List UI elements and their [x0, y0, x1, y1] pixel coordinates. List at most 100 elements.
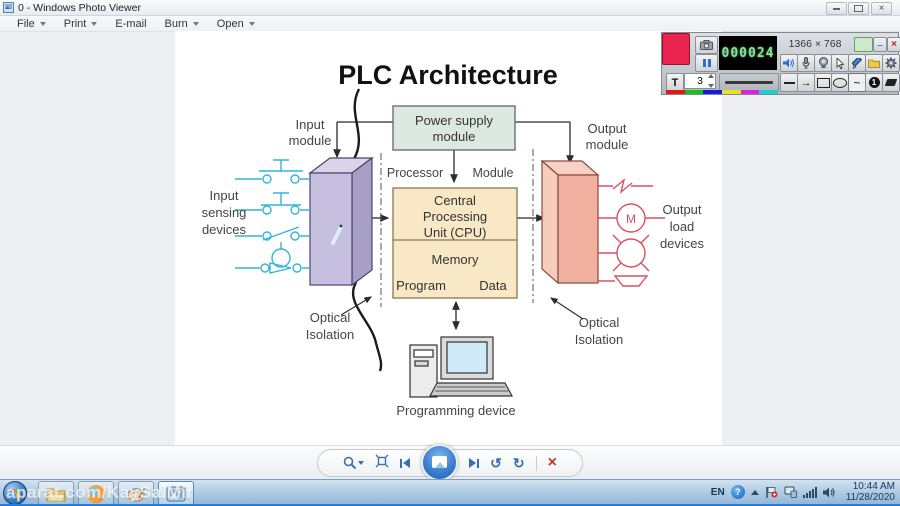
viewer-controls-pill: ↺ ↻ × [317, 443, 583, 481]
svg-text:Input: Input [296, 117, 325, 132]
settings-button[interactable] [882, 54, 900, 72]
step-up-icon [708, 74, 714, 78]
system-tray: EN ? 10:44 AM 11/28/2020 [711, 480, 900, 504]
thickness-stepper[interactable] [708, 74, 715, 88]
delete-button[interactable]: × [548, 455, 557, 471]
svg-text:sensing: sensing [202, 205, 247, 220]
rectangle-tool-button[interactable] [814, 73, 832, 92]
microphone-toggle-button[interactable] [797, 54, 815, 72]
close-button[interactable]: × [871, 2, 892, 15]
line-tool-button[interactable] [780, 73, 798, 92]
taskbar-item-firefox[interactable] [78, 481, 114, 506]
output-module-box [540, 159, 600, 285]
pen-tool-button[interactable] [848, 54, 866, 72]
viewer-controlbar: ↺ ↻ × [0, 443, 900, 481]
previous-button[interactable] [400, 458, 411, 468]
zoom-button[interactable] [343, 456, 365, 470]
capture-resolution: 1366 × 768 [788, 38, 842, 50]
pause-button[interactable] [695, 54, 718, 72]
optical-isolation-arrows [340, 296, 584, 320]
window-title: 0 - Windows Photo Viewer [18, 1, 141, 14]
folder-icon [868, 59, 880, 68]
actual-size-button[interactable] [375, 454, 389, 473]
network-icon[interactable] [784, 486, 797, 498]
menu-file[interactable]: File [8, 17, 55, 31]
svg-text:Output: Output [587, 121, 626, 136]
diagram-labels: Input module Output module Input sensing… [202, 117, 705, 418]
svg-text:Isolation: Isolation [306, 327, 354, 342]
color-palette[interactable] [666, 90, 779, 94]
svg-text:Input: Input [210, 188, 239, 203]
minimize-button[interactable] [826, 2, 847, 15]
rotate-counterclockwise-button[interactable]: ↺ [490, 456, 502, 470]
chevron-down-icon [358, 461, 365, 465]
menu-open[interactable]: Open [208, 17, 264, 31]
color-swatch-magenta[interactable] [740, 90, 760, 94]
color-swatch-blue[interactable] [703, 90, 723, 94]
curve-tool-button[interactable]: ~ [848, 73, 866, 92]
clock-date: 11/28/2020 [845, 492, 895, 503]
svg-text:module: module [289, 133, 332, 148]
svg-text:Unit (CPU): Unit (CPU) [424, 225, 487, 240]
webcam-icon [818, 57, 828, 68]
rotate-ccw-icon: ↺ [490, 455, 502, 471]
menubar: File Print E-mail Burn Open [0, 16, 900, 32]
isolation-dashdot-lines [380, 149, 534, 307]
taskbar-item-explorer[interactable] [38, 481, 74, 506]
color-swatch-cyan[interactable] [759, 90, 779, 94]
recorder-minimize-button[interactable]: – [873, 37, 887, 52]
chevron-down-icon [248, 21, 255, 26]
ellipse-tool-button[interactable] [831, 73, 849, 92]
gear-icon [885, 57, 897, 69]
show-hidden-icons-button[interactable] [750, 489, 759, 495]
webcam-toggle-button[interactable] [814, 54, 832, 72]
eraser-icon [884, 79, 898, 86]
taskbar-item-paint[interactable] [118, 481, 154, 506]
arrow-tool-button[interactable]: → [797, 73, 815, 92]
svg-text:Data: Data [479, 278, 507, 293]
menu-print[interactable]: Print [55, 17, 107, 31]
region-button[interactable] [854, 37, 873, 52]
number-badge-icon: 1 [868, 77, 880, 88]
svg-text:Central: Central [434, 193, 476, 208]
eraser-tool-button[interactable] [882, 73, 900, 92]
speaker-toggle-button[interactable] [780, 54, 798, 72]
number-stamp-button[interactable]: 1 [865, 73, 883, 92]
rotate-clockwise-button[interactable]: ↻ [513, 456, 525, 470]
taskbar-clock[interactable]: 10:44 AM 11/28/2020 [846, 481, 895, 503]
menu-burn[interactable]: Burn [156, 17, 208, 31]
motor-m-label: M [626, 212, 636, 226]
svg-text:devices: devices [202, 222, 247, 237]
svg-text:Program: Program [396, 278, 446, 293]
firefox-icon [87, 485, 105, 503]
maximize-button[interactable] [848, 2, 869, 15]
color-swatch-red[interactable] [666, 90, 685, 94]
signal-strength-icon[interactable] [802, 486, 817, 498]
cursor-tool-button[interactable] [831, 54, 849, 72]
open-folder-button[interactable] [865, 54, 883, 72]
stop-record-button[interactable] [662, 33, 690, 65]
speaker-icon [783, 58, 794, 68]
taskbar-item-photo-viewer[interactable] [158, 481, 194, 506]
svg-text:devices: devices [660, 236, 705, 251]
menu-email[interactable]: E-mail [115, 17, 147, 30]
programming-device [409, 336, 514, 398]
volume-icon[interactable] [822, 487, 836, 498]
start-button[interactable] [3, 481, 27, 505]
action-center-flag-icon[interactable] [765, 486, 778, 499]
snapshot-button[interactable] [695, 36, 718, 54]
language-indicator[interactable]: EN [710, 486, 725, 498]
close-icon: × [878, 2, 885, 14]
recorder-close-button[interactable]: × [887, 37, 900, 52]
play-slideshow-button[interactable] [421, 443, 459, 481]
pencil-icon [851, 57, 862, 69]
svg-text:Processing: Processing [423, 209, 487, 224]
next-icon [469, 458, 477, 468]
color-swatch-yellow[interactable] [722, 90, 741, 94]
magnifier-icon [343, 456, 357, 470]
help-tray-icon[interactable]: ? [730, 485, 745, 499]
color-swatch-green[interactable] [684, 90, 704, 94]
next-button[interactable] [469, 458, 480, 468]
input-module-box [308, 156, 374, 287]
